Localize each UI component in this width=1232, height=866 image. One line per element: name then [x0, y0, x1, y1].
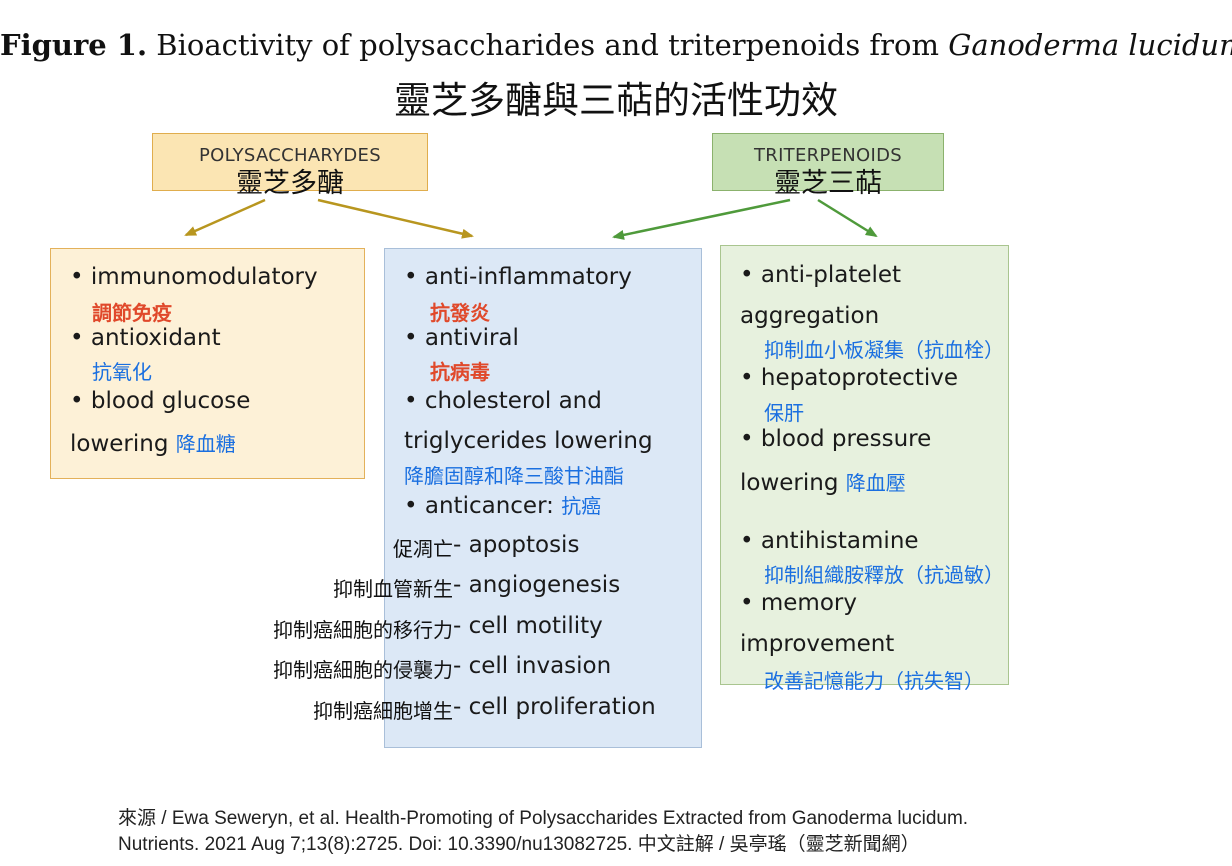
poly-item-blood-glucose: • blood glucose [70, 388, 251, 414]
triterpenoids-header-zh: 靈芝三萜 [774, 167, 882, 199]
triterpenoids-header-en: TRITERPENOIDS [753, 145, 903, 166]
arrow-poly-to-left [184, 198, 266, 237]
figure-title-species: Ganoderma lucidum [948, 28, 1232, 62]
tri-item-blood-pressure-zh: 降血壓 [845, 471, 906, 495]
arrow-tri-to-middle [612, 198, 791, 240]
chinese-title: 靈芝多醣與三萜的活性功效 [394, 79, 838, 122]
mid-item-anticancer: • anticancer: [404, 493, 562, 519]
sub-cell-proliferation-zh: 抑制癌細胞增生 [313, 699, 453, 723]
polysaccharides-header-zh: 靈芝多醣 [236, 167, 344, 199]
sub-apoptosis-zh: 促凋亡 [393, 537, 453, 561]
poly-item-lowering: lowering [70, 431, 176, 457]
triterpenoids-header: TRITERPENOIDS 靈芝三萜 [712, 133, 944, 199]
mid-item-cholesterol: • cholesterol and [404, 388, 602, 414]
mid-item-anti-inflammatory: • anti-inflammatory [404, 264, 632, 290]
sub-apoptosis-en: - apoptosis [453, 532, 580, 558]
tri-item-memory: • memory [740, 590, 857, 616]
poly-item-blood-glucose-line2: lowering 降血糖 [70, 428, 236, 457]
mid-item-anti-inflammatory-zh: 抗發炎 [430, 301, 490, 325]
sub-cell-invasion-en: - cell invasion [453, 653, 612, 679]
tri-item-hepatoprotective-zh: 保肝 [764, 401, 804, 425]
tri-item-anti-platelet: • anti-platelet [740, 262, 902, 288]
polysaccharides-box [50, 248, 365, 479]
sub-cell-motility-zh: 抑制癌細胞的移行力 [273, 618, 453, 642]
tri-item-hepatoprotective: • hepatoprotective [740, 365, 958, 391]
source-line-1: 來源 / Ewa Seweryn, et al. Health-Promotin… [118, 808, 969, 829]
poly-item-immunomodulatory-zh: 調節免疫 [92, 301, 172, 325]
tri-item-anti-platelet-zh: 抑制血小板凝集（抗血栓） [764, 338, 1004, 362]
arrow-poly-to-middle [317, 198, 474, 239]
source-line-2: Nutrients. 2021 Aug 7;13(8):2725. Doi: 1… [118, 834, 920, 855]
figure-title-text: Bioactivity of polysaccharides and trite… [147, 28, 949, 62]
mid-item-cholesterol-zh: 降膽固醇和降三酸甘油酯 [404, 464, 624, 488]
tri-item-lowering: lowering [740, 470, 846, 496]
poly-item-antioxidant: • antioxidant [70, 325, 221, 351]
sub-cell-invasion-zh: 抑制癌細胞的侵襲力 [273, 658, 453, 682]
mid-item-anticancer-zh: 抗癌 [561, 494, 602, 518]
figure-title: Figure 1. Bioactivity of polysaccharides… [0, 28, 1232, 62]
sub-cell-proliferation-en: - cell proliferation [453, 694, 656, 720]
shared-activities-box [384, 248, 702, 748]
sub-angiogenesis-en: - angiogenesis [453, 572, 621, 598]
mid-item-anticancer-line: • anticancer: 抗癌 [404, 490, 601, 519]
poly-item-immunomodulatory: • immunomodulatory [70, 264, 318, 290]
poly-item-blood-glucose-zh: 降血糖 [175, 432, 236, 456]
polysaccharides-header: POLYSACCHARYDES 靈芝多醣 [152, 133, 428, 199]
mid-item-antiviral: • antiviral [404, 325, 519, 351]
figure-label: Figure 1. [0, 28, 148, 62]
tri-item-antihistamine: • antihistamine [740, 528, 919, 554]
tri-item-memory-zh: 改善記憶能力（抗失智） [764, 669, 984, 693]
tri-item-improvement: improvement [740, 631, 895, 657]
triterpenoids-box [720, 245, 1009, 685]
tri-item-blood-pressure-line2: lowering 降血壓 [740, 467, 906, 496]
tri-item-blood-pressure: • blood pressure [740, 426, 932, 452]
polysaccharides-header-en: POLYSACCHARYDES [199, 145, 381, 166]
mid-item-triglycerides: triglycerides lowering [404, 428, 653, 454]
tri-item-aggregation: aggregation [740, 303, 880, 329]
poly-item-antioxidant-zh: 抗氧化 [92, 360, 152, 384]
tri-item-antihistamine-zh: 抑制組織胺釋放（抗過敏） [764, 563, 1004, 587]
arrow-tri-to-right [817, 198, 878, 238]
mid-item-antiviral-zh: 抗病毒 [430, 360, 490, 384]
sub-angiogenesis-zh: 抑制血管新生 [333, 577, 453, 601]
source-citation: 來源 / Ewa Seweryn, et al. Health-Promotin… [118, 806, 968, 858]
sub-cell-motility-en: - cell motility [453, 613, 603, 639]
